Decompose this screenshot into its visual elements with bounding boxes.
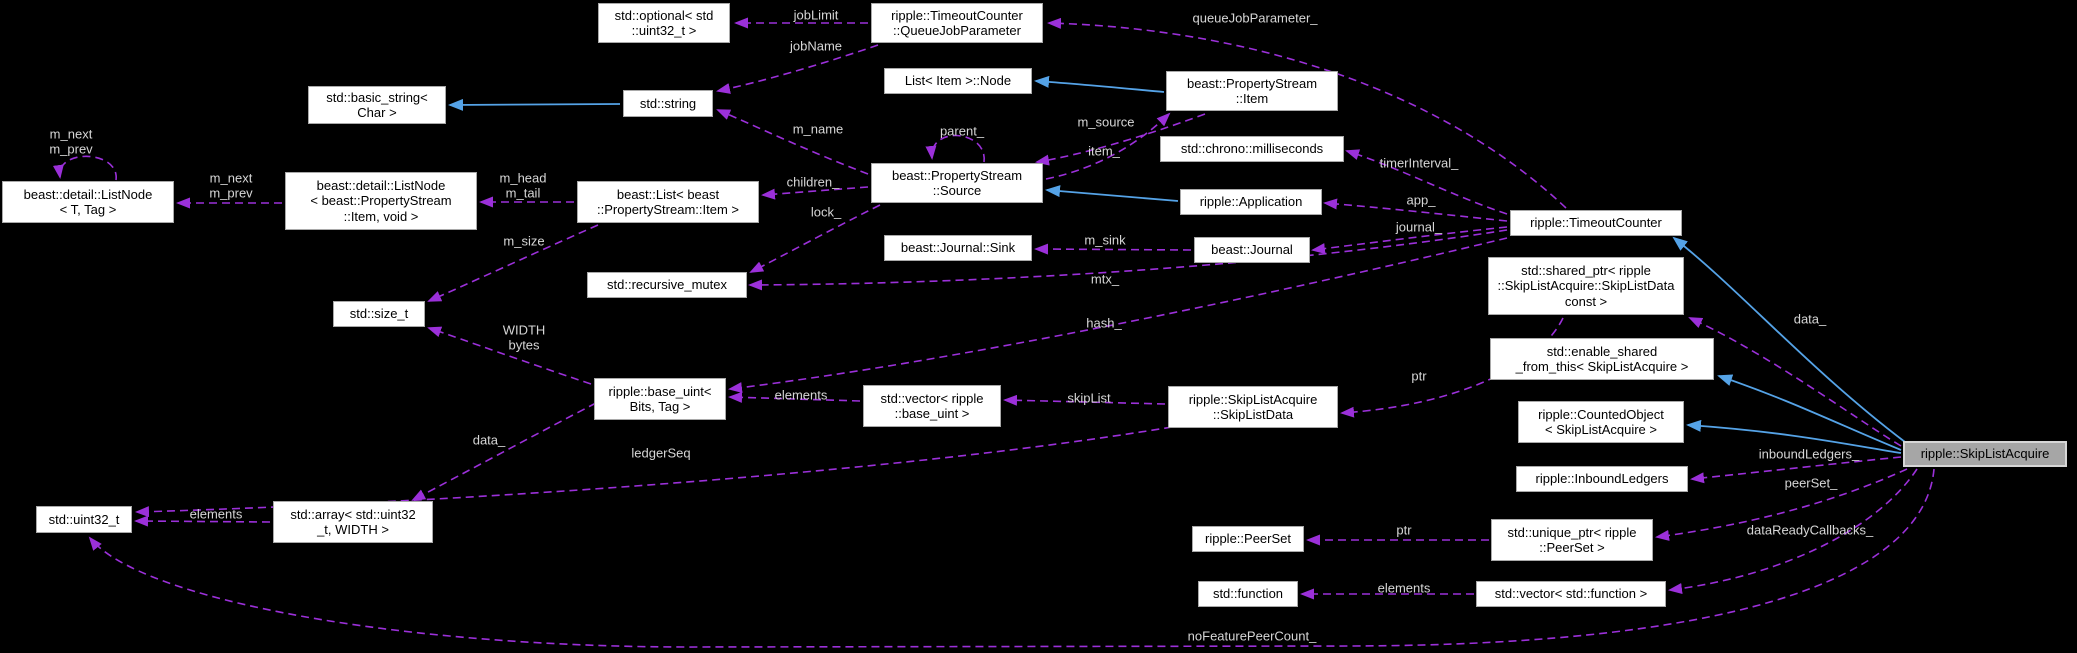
node-unique-ptr-peerset[interactable]: std::unique_ptr< ripple ::PeerSet > (1491, 519, 1653, 561)
node-beast-journal[interactable]: beast::Journal (1194, 237, 1310, 263)
node-std-function[interactable]: std::function (1198, 581, 1298, 607)
edge-item (1045, 112, 1171, 180)
edge-label-lock: lock_ (810, 204, 842, 220)
edge-label-m-size: m_size (503, 233, 545, 249)
edge-label-ptr-skiplistdata: ptr (1411, 368, 1427, 384)
edge-m-next-prev-self-loop (52, 155, 117, 181)
edge-inherit-item-listnode (1034, 75, 1165, 93)
edge-label-hash: hash_ (1086, 315, 1122, 331)
edge-inherit-string-basicstring (448, 98, 621, 111)
node-std-optional-uint32[interactable]: std::optional< std ::uint32_t > (598, 3, 730, 43)
edge-hash (728, 237, 1508, 393)
edge-label-nofeaturepeercount: noFeaturePeerCount_ (1187, 628, 1317, 644)
edge-label-peerset: peerSet_ (1784, 475, 1838, 491)
node-listnode-propertystream-item[interactable]: beast::detail::ListNode < beast::Propert… (285, 172, 477, 230)
node-ripple-peerset[interactable]: ripple::PeerSet (1192, 526, 1304, 552)
edge-m-sink (1034, 243, 1192, 255)
node-std-recursive-mutex[interactable]: std::recursive_mutex (587, 272, 747, 298)
node-ripple-skiplistacquire[interactable]: ripple::SkipListAcquire (1903, 441, 2067, 467)
node-ripple-timeoutcounter[interactable]: ripple::TimeoutCounter (1510, 210, 1682, 236)
edge-elements-uint32 (134, 515, 271, 527)
edge-label-skiplist: skipList (1067, 390, 1111, 406)
edge-m-name (716, 109, 869, 175)
node-beast-list[interactable]: beast::List< beast ::PropertyStream::Ite… (577, 181, 759, 223)
edge-data-base-uint (411, 402, 597, 501)
node-propertystream-source[interactable]: beast::PropertyStream ::Source (871, 163, 1043, 203)
edge-label-elements-function: elements (1377, 580, 1431, 596)
node-beast-journal-sink[interactable]: beast::Journal::Sink (884, 235, 1032, 261)
edge-lock (749, 204, 881, 273)
edge-data-sla (1688, 317, 1902, 447)
edge-label-ledgerseq: ledgerSeq (631, 445, 691, 461)
edge-ledgerseq (135, 426, 1173, 518)
edge-parent-self-loop (925, 134, 985, 163)
edge-inherit-sla-timeoutcounter (1672, 236, 1906, 443)
edge-inherit-sla-countedobject (1686, 419, 1902, 454)
edge-peerset (1655, 468, 1908, 541)
edge-label-elements-base-uint: elements (774, 387, 828, 403)
edge-label-data-sla: data_ (1793, 311, 1827, 327)
edge-inherit-sla-enableshared (1717, 374, 1902, 451)
node-std-string[interactable]: std::string (623, 90, 713, 117)
edge-label-m-head-tail: m_head m_tail (499, 170, 547, 200)
node-timeoutcounter-queuejobparameter[interactable]: ripple::TimeoutCounter ::QueueJobParamet… (871, 3, 1043, 43)
edge-app (1323, 198, 1508, 222)
edge-datareadycallbacks (1668, 468, 1918, 594)
node-propertystream-item[interactable]: beast::PropertyStream ::Item (1166, 71, 1338, 111)
edge-label-m-source: m_source (1077, 114, 1135, 130)
node-std-uint32-t[interactable]: std::uint32_t (36, 506, 132, 533)
edge-mtx (748, 229, 1508, 291)
edge-label-m-next-prev-self: m_next m_prev (49, 126, 93, 156)
edge-label-children: children_ (786, 174, 840, 190)
edge-label-data-base-uint: data_ (472, 432, 506, 448)
edge-m-source (1035, 113, 1206, 166)
edge-inboundledgers (1690, 456, 1902, 484)
edge-inherit-application-source (1045, 185, 1179, 202)
node-ripple-inboundledgers[interactable]: ripple::InboundLedgers (1516, 466, 1688, 492)
node-listnode-t-tag[interactable]: beast::detail::ListNode < T, Tag > (2, 181, 174, 223)
edge-label-m-next-prev: m_next m_prev (209, 170, 253, 200)
edge-label-inboundledgers: inboundLedgers_ (1758, 446, 1860, 462)
edge-label-timerinterval: timerInterval_ (1379, 155, 1459, 171)
edge-label-m-name: m_name (792, 121, 844, 137)
edge-label-app: app_ (1406, 192, 1436, 208)
edge-elements-base-uint (728, 391, 861, 403)
node-countedobject-skiplistacquire[interactable]: ripple::CountedObject < SkipListAcquire … (1518, 401, 1684, 443)
edge-label-queuejobparameter: queueJobParameter_ (1192, 10, 1318, 26)
edge-label-datareadycallbacks: dataReadyCallbacks_ (1746, 522, 1874, 538)
node-list-item-node[interactable]: List< Item >::Node (884, 68, 1032, 94)
edge-label-m-sink: m_sink (1084, 232, 1126, 248)
node-std-basic-string[interactable]: std::basic_string< Char > (308, 86, 446, 124)
edge-journal (1311, 226, 1508, 254)
edge-label-journal: journal_ (1395, 219, 1443, 235)
edge-skiplist (1003, 394, 1166, 406)
node-enable-shared-from-this[interactable]: std::enable_shared _from_this< SkipListA… (1490, 338, 1714, 380)
node-vector-std-function[interactable]: std::vector< std::function > (1476, 581, 1666, 607)
node-vector-base-uint[interactable]: std::vector< ripple ::base_uint > (863, 385, 1001, 427)
node-skiplistacquire-skiplistdata[interactable]: ripple::SkipListAcquire ::SkipListData (1168, 386, 1338, 428)
edge-label-width-bytes: WIDTH bytes (502, 322, 546, 352)
node-ripple-base-uint[interactable]: ripple::base_uint< Bits, Tag > (594, 378, 726, 420)
edge-label-parent: parent_ (939, 123, 985, 139)
edge-label-elements-uint32: elements (189, 506, 243, 522)
edge-nofeaturepeercount (88, 468, 1935, 648)
node-chrono-milliseconds[interactable]: std::chrono::milliseconds (1160, 136, 1344, 162)
node-std-array-uint32-width[interactable]: std::array< std::uint32 _t, WIDTH > (273, 501, 433, 543)
edge-label-ptr-peerset: ptr (1396, 522, 1412, 538)
edge-jobname (716, 44, 879, 94)
edge-label-jobname: jobName (789, 38, 843, 54)
edge-children (761, 186, 869, 200)
edge-width-bytes (427, 326, 592, 385)
edge-label-mtx: mtx_ (1090, 271, 1120, 287)
edge-label-item: item_ (1088, 143, 1120, 159)
node-std-size-t[interactable]: std::size_t (333, 301, 425, 327)
node-ripple-application[interactable]: ripple::Application (1180, 189, 1322, 215)
edge-label-joblimit: jobLimit (793, 7, 839, 23)
edge-m-size (427, 224, 599, 302)
edge-queuejobparameter (1047, 17, 1567, 209)
node-shared-ptr-skiplistdata[interactable]: std::shared_ptr< ripple ::SkipListAcquir… (1488, 257, 1684, 315)
